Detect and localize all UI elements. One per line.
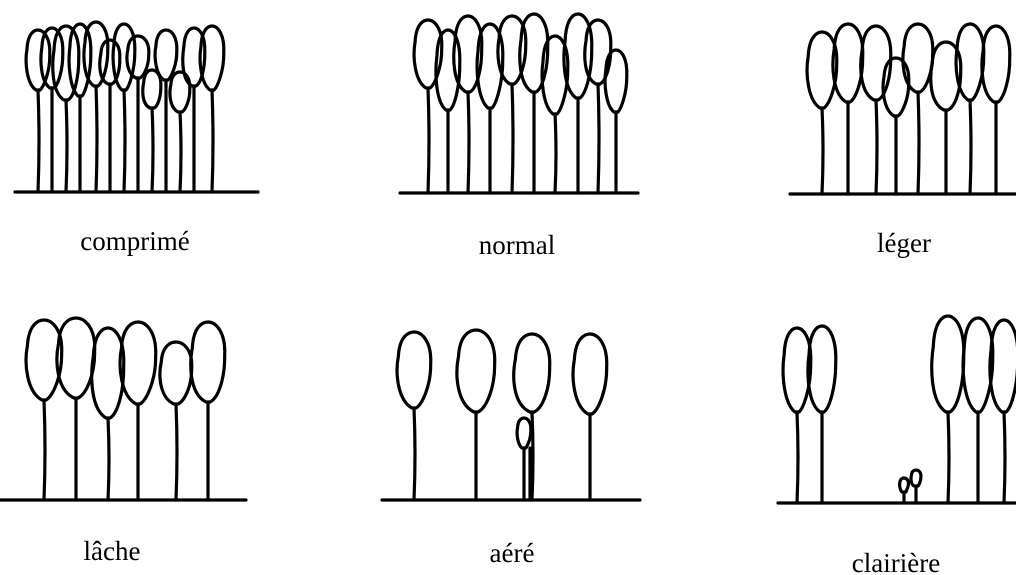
tree-icon [127,36,149,192]
tree-icon [100,40,120,192]
tree-icon [956,24,984,194]
panel-comprime [15,22,258,192]
tree-icon [783,328,811,503]
label-leger: léger [877,228,931,258]
tree-icon [41,28,63,192]
tree-icon [53,26,79,192]
tree-icon [932,316,964,503]
tree-icon [585,20,611,193]
tree-icon [963,318,993,503]
tree-icon [564,14,592,193]
tree-icon [113,24,135,192]
tree-icon [982,26,1010,194]
tree-icon [911,470,921,503]
tree-icon [436,30,460,193]
tree-icon [900,478,909,503]
label-aere: aéré [490,538,535,568]
tree-icon [84,22,108,192]
tree-icon [397,332,431,500]
panel-leger [790,24,1016,194]
tree-icon [861,26,891,194]
tree-icon [26,30,50,192]
tree-icon [191,322,225,500]
tree-icon [160,342,192,500]
panel-clairiere [778,316,1016,503]
tree-icon [155,30,177,192]
tree-icon [457,330,495,500]
panel-aere [382,330,640,500]
label-normal: normal [479,230,555,260]
tree-icon [514,334,550,500]
tree-icon [170,72,190,192]
tree-icon [120,322,156,500]
label-comprime: comprimé [80,226,189,256]
label-lache: lâche [84,536,141,566]
tree-icon [573,334,607,500]
panel-normal [400,14,638,193]
tree-icon [520,14,548,193]
tree-icon [903,24,933,194]
tree-icon [143,70,161,192]
label-clairiere: clairière [852,548,940,575]
panel-lache [0,318,246,500]
